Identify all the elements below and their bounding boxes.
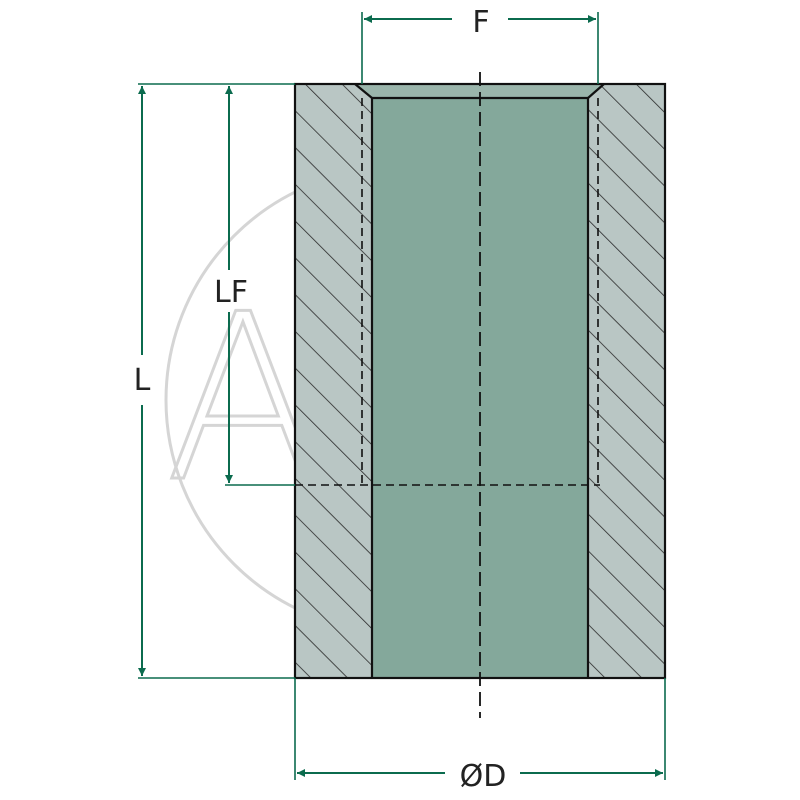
dimension-d: ØD (294, 678, 666, 794)
chamfer (355, 84, 604, 98)
right-wall-hatch (588, 84, 665, 678)
chamfer-left-edge (354, 83, 373, 99)
dimension-f: F (361, 5, 599, 84)
dimension-lf: LF (214, 86, 295, 486)
l-label: L (134, 363, 151, 398)
dimension-l: L (134, 83, 295, 679)
d-label: ØD (460, 759, 507, 794)
lf-label: LF (214, 275, 248, 310)
chamfer-right-edge (587, 83, 605, 99)
f-label: F (472, 5, 489, 40)
left-wall-hatch (295, 84, 372, 678)
